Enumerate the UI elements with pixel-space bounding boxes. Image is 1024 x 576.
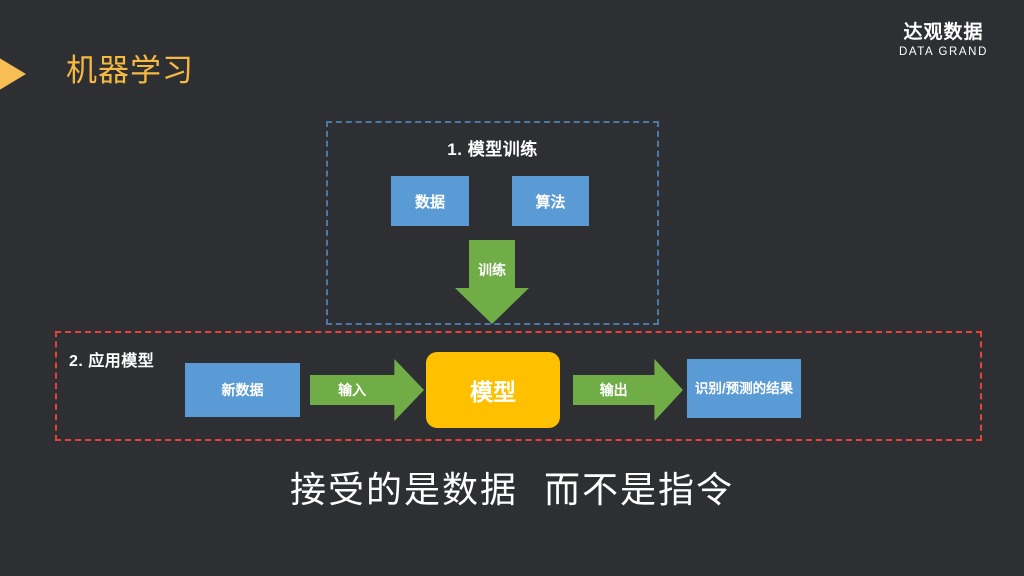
apply-section-box: 2. 应用模型 xyxy=(55,331,982,441)
arrow-input-label: 输入 xyxy=(338,382,367,398)
node-result[interactable]: 识别/预测的结果 xyxy=(687,359,801,418)
logo-english-text: DATA GRAND xyxy=(898,46,988,58)
slide-caption: 接受的是数据而不是指令 xyxy=(0,461,1024,513)
training-section-box: 1. 模型训练 xyxy=(326,121,659,325)
caption-part-1: 接受的是数据 xyxy=(289,469,518,510)
arrow-output-label: 输出 xyxy=(599,382,628,398)
node-new-data[interactable]: 新数据 xyxy=(185,363,300,417)
training-section-title: 1. 模型训练 xyxy=(447,140,538,159)
node-model[interactable]: 模型 xyxy=(426,352,560,428)
brand-logo: 达观数据 DATA GRAND xyxy=(899,22,988,59)
page-title: 机器学习 xyxy=(66,53,194,88)
apply-section-title: 2. 应用模型 xyxy=(69,353,155,370)
caption-part-2: 而不是指令 xyxy=(544,469,735,510)
node-data[interactable]: 数据 xyxy=(391,176,469,226)
logo-chinese-text: 达观数据 xyxy=(903,22,984,43)
title-triangle-icon xyxy=(0,44,26,104)
node-algorithm[interactable]: 算法 xyxy=(512,176,589,226)
